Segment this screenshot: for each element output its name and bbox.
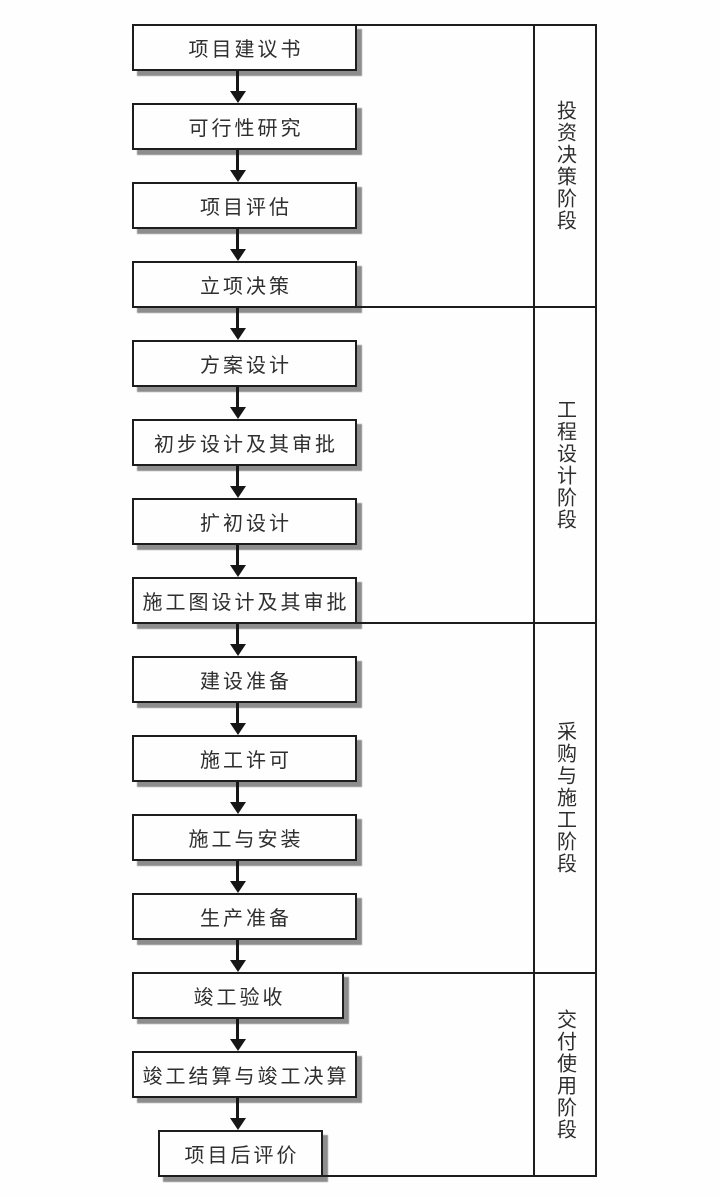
- arrowhead-icon: [229, 407, 246, 419]
- flow-step-label: 方案设计: [200, 355, 292, 377]
- arrow-shaft: [236, 71, 239, 91]
- arrow-shaft: [236, 624, 239, 644]
- flow-step-construction-preparation: 建设准备: [132, 656, 357, 703]
- phase-section-procurement-construction: 采购与施工阶段: [535, 624, 595, 974]
- flow-step-label: 项目建议书: [188, 39, 304, 61]
- arrowhead-icon: [229, 1118, 246, 1130]
- flow-step-label: 竣工验收: [193, 987, 286, 1009]
- flow-step-label: 扩初设计: [200, 513, 292, 535]
- arrowhead-icon: [229, 723, 246, 735]
- flow-step-completion-acceptance: 竣工验收: [132, 972, 344, 1019]
- flow-step-label: 建设准备: [200, 671, 292, 693]
- flow-step-label: 施工与安装: [188, 829, 304, 851]
- arrow-shaft: [236, 150, 239, 170]
- connector-line-bottom: [321, 1175, 597, 1177]
- flow-step-label: 生产准备: [200, 908, 292, 930]
- arrowhead-icon: [229, 91, 246, 103]
- phase-section-engineering-design: 工程设计阶段: [535, 308, 595, 624]
- flow-step-project-evaluation: 项目评估: [132, 182, 357, 229]
- arrowhead-icon: [229, 328, 246, 340]
- flow-step-feasibility-study: 可行性研究: [132, 103, 357, 150]
- down-arrow: [229, 229, 246, 261]
- flow-step-label: 项目后评价: [184, 1145, 300, 1167]
- flow-step-preliminary-design-approval: 初步设计及其审批: [132, 419, 357, 466]
- down-arrow: [229, 150, 246, 182]
- arrowhead-icon: [229, 1039, 246, 1051]
- flow-step-production-preparation: 生产准备: [132, 893, 357, 940]
- arrowhead-icon: [229, 644, 246, 656]
- connector-line-top: [355, 24, 597, 26]
- arrow-shaft: [236, 940, 239, 960]
- flow-step-approval-decision: 立项决策: [132, 261, 357, 308]
- connector-line-phase1-2: [355, 306, 597, 308]
- down-arrow: [229, 308, 246, 340]
- flow-step-label: 施工许可: [200, 750, 292, 772]
- flow-step-construction-drawing-approval: 施工图设计及其审批: [132, 577, 357, 624]
- flow-step-label: 项目评估: [200, 197, 292, 219]
- down-arrow: [229, 1098, 246, 1130]
- arrowhead-icon: [229, 960, 246, 972]
- flow-step-construction-permit: 施工许可: [132, 735, 357, 782]
- arrow-shaft: [236, 861, 239, 881]
- arrowhead-icon: [229, 802, 246, 814]
- flow-step-project-proposal: 项目建议书: [132, 24, 357, 71]
- arrow-shaft: [236, 782, 239, 802]
- phase-section-delivery-use: 交付使用阶段: [535, 974, 595, 1175]
- phase-column: 投资决策阶段 工程设计阶段 采购与施工阶段 交付使用阶段: [533, 24, 597, 1177]
- down-arrow: [229, 624, 246, 656]
- flow-step-expanded-preliminary-design: 扩初设计: [132, 498, 357, 545]
- arrow-shaft: [236, 308, 239, 328]
- arrow-shaft: [236, 229, 239, 249]
- flow-step-label: 可行性研究: [188, 118, 304, 140]
- flow-step-label: 竣工结算与竣工决算: [142, 1066, 350, 1088]
- down-arrow: [229, 71, 246, 103]
- arrowhead-icon: [229, 249, 246, 261]
- arrowhead-icon: [229, 565, 246, 577]
- down-arrow: [229, 387, 246, 419]
- down-arrow: [229, 861, 246, 893]
- down-arrow: [229, 466, 246, 498]
- down-arrow: [229, 545, 246, 577]
- phase-label: 投资决策阶段: [553, 100, 576, 232]
- flow-step-label: 初步设计及其审批: [154, 434, 338, 456]
- arrow-shaft: [236, 466, 239, 486]
- phase-section-investment-decision: 投资决策阶段: [535, 26, 595, 308]
- flow-step-post-project-evaluation: 项目后评价: [158, 1130, 323, 1177]
- flow-step-scheme-design: 方案设计: [132, 340, 357, 387]
- flow-step-construction-installation: 施工与安装: [132, 814, 357, 861]
- arrow-shaft: [236, 1019, 239, 1039]
- phase-label: 工程设计阶段: [553, 399, 576, 531]
- flow-step-label: 施工图设计及其审批: [142, 592, 350, 614]
- arrowhead-icon: [229, 486, 246, 498]
- down-arrow: [229, 1019, 246, 1051]
- flow-step-label: 立项决策: [200, 276, 292, 298]
- arrowhead-icon: [229, 881, 246, 893]
- process-flow-column: 项目建议书 可行性研究 项目评估 立项决策 方案设计: [132, 24, 357, 1177]
- connector-line-phase3-4: [342, 972, 597, 974]
- arrow-shaft: [236, 1098, 239, 1118]
- phase-label: 采购与施工阶段: [553, 721, 576, 875]
- down-arrow: [229, 782, 246, 814]
- arrow-shaft: [236, 703, 239, 723]
- arrowhead-icon: [229, 170, 246, 182]
- down-arrow: [229, 940, 246, 972]
- down-arrow: [229, 703, 246, 735]
- arrow-shaft: [236, 545, 239, 565]
- connector-line-phase2-3: [355, 622, 597, 624]
- flow-step-completion-settlement: 竣工结算与竣工决算: [132, 1051, 357, 1098]
- arrow-shaft: [236, 387, 239, 407]
- phase-label: 交付使用阶段: [553, 1008, 576, 1141]
